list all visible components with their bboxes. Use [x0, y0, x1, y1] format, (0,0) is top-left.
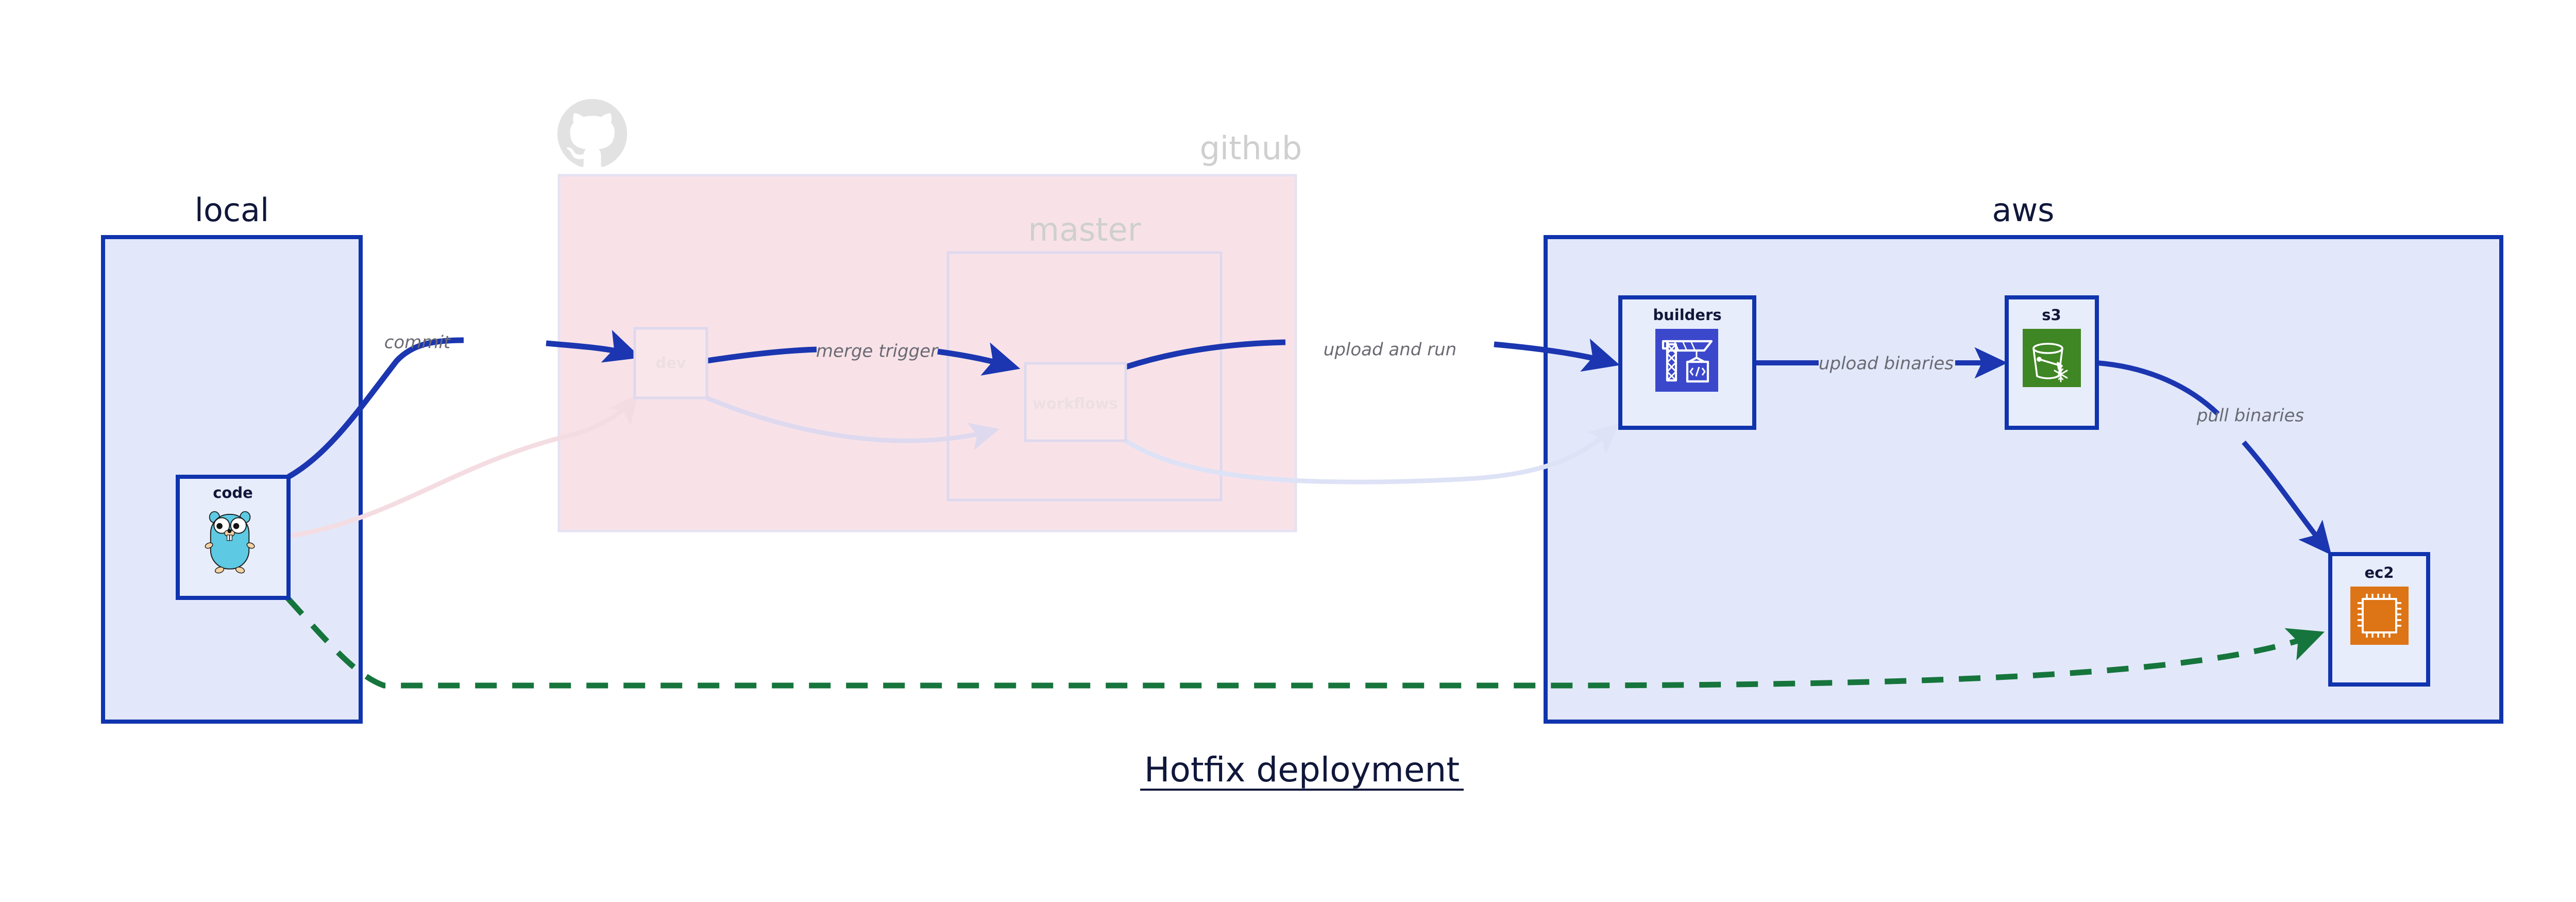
cluster-master-label: master [1028, 211, 1141, 248]
edge-merge-trigger-path-2 [937, 342, 1021, 376]
diagram-title-text: Hotfix deployment [1144, 750, 1460, 790]
edge-upload-and-run-label: upload and run [1324, 340, 1456, 360]
cluster-local: local [101, 191, 363, 724]
cluster-local-label: local [195, 191, 269, 229]
edge-upload-binaries-label: upload binaries [1819, 354, 1954, 374]
edge-pull-binaries-path-2 [2242, 440, 2332, 555]
edge-upload-and-run-path-2 [1494, 338, 1620, 372]
edge-merge-trigger-path [706, 346, 817, 364]
node-builders-label: builders [1653, 306, 1721, 324]
cluster-master-box [946, 251, 1223, 502]
edge-code-to-ec2-dashed-path [285, 596, 2325, 689]
edge-code-to-dev-faded [288, 393, 638, 539]
node-dev-label: dev [655, 354, 686, 372]
node-ec2-label: ec2 [2364, 564, 2394, 581]
edge-commit: commit [287, 330, 641, 479]
cluster-github-label: github [1200, 129, 1302, 167]
edge-merge-trigger-label: merge trigger [816, 341, 939, 362]
node-s3[interactable]: s3 [2005, 295, 2099, 430]
edge-commit-path-2 [546, 330, 641, 363]
aws-ec2-icon [2350, 587, 2409, 645]
node-builders[interactable]: builders [1618, 295, 1756, 430]
edge-commit-label: commit [384, 332, 451, 353]
edge-pull-binaries: pull binaries [2096, 360, 2332, 555]
node-workflows-label: workflows [1032, 395, 1118, 412]
edge-upload-binaries: upload binaries [1754, 347, 2008, 379]
cluster-aws-label: aws [1992, 191, 2054, 229]
node-dev-box[interactable] [633, 327, 708, 399]
edge-upload-and-run: upload and run [1125, 338, 1620, 372]
node-dev[interactable]: dev [633, 327, 708, 399]
aws-codebuild-icon [1655, 329, 1718, 392]
edge-commit-path [287, 337, 464, 479]
node-workflows[interactable]: workflows [1024, 362, 1127, 442]
go-gopher-icon [205, 511, 255, 574]
edge-upload-and-run-path [1125, 339, 1286, 370]
faded-edge-group [288, 393, 1619, 539]
edge-merge-trigger: merge trigger [706, 341, 1021, 376]
edge-pull-binaries-path [2096, 360, 2220, 416]
edge-dev-to-workflows-faded [706, 395, 1000, 450]
edge-workflows-to-builders-faded [1124, 423, 1619, 485]
github-octocat-icon [557, 99, 628, 167]
node-s3-label: s3 [2042, 306, 2061, 324]
node-workflows-box[interactable] [1024, 362, 1127, 442]
diagram-title: Hotfix deployment [1140, 750, 1464, 791]
edge-pull-binaries-label: pull binaries [2196, 406, 2304, 426]
node-ec2[interactable]: ec2 [2328, 552, 2430, 687]
cluster-master: master [946, 211, 1223, 502]
edge-code-to-ec2-dashed [285, 596, 2325, 689]
node-code-label: code [213, 484, 253, 502]
aws-s3-glacier-icon [2023, 329, 2081, 387]
node-code[interactable]: code [176, 475, 291, 600]
